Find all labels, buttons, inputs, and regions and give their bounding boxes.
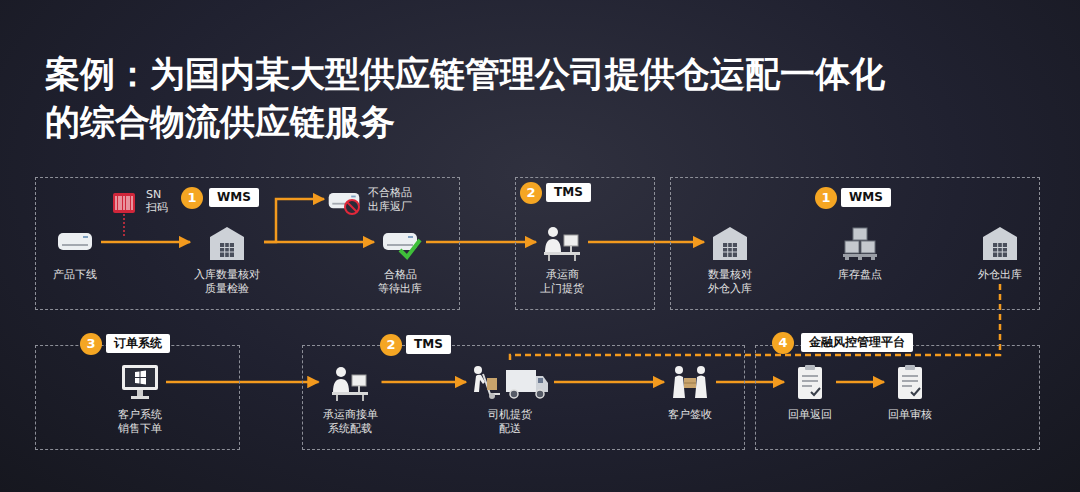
step-label: 客户签收 xyxy=(668,408,712,422)
system-region: TMS承运商接单 系统配载司机提货 配送客户签收 xyxy=(302,345,745,450)
step-label: 合格品 等待出库 xyxy=(378,268,422,296)
process-step: 产品下线 xyxy=(51,222,99,282)
warehouse-icon xyxy=(210,227,244,260)
step-label: 产品下线 xyxy=(53,268,97,282)
ac-unit-icon xyxy=(58,233,92,250)
flow-arrow xyxy=(264,241,374,244)
operator-icon xyxy=(544,227,580,261)
callout-number: 1 xyxy=(181,187,203,209)
reject-icon xyxy=(345,200,359,214)
pallet-icon xyxy=(843,228,877,260)
process-step: 客户签收 xyxy=(666,362,714,422)
callout-number: 2 xyxy=(380,334,402,356)
process-step: 入库数量核对 质量检验 xyxy=(192,222,262,296)
process-step: 外仓出库 xyxy=(976,222,1024,282)
process-step: 不合格品 出库返厂 xyxy=(326,184,412,214)
handover-icon xyxy=(673,366,707,398)
process-step: 承运商 上门提货 xyxy=(538,222,586,296)
step-label: 外仓出库 xyxy=(978,268,1022,282)
process-step: 回单返回 xyxy=(786,362,834,422)
receipt-icon xyxy=(798,365,822,399)
flow-arrow xyxy=(382,381,467,384)
slide-title: 案例：为国内某大型供应链管理公司提供仓运配一体化的综合物流供应链服务 xyxy=(45,50,905,146)
step-label: 入库数量核对 质量检验 xyxy=(194,268,260,296)
warehouse-icon xyxy=(983,227,1017,260)
step-label: 不合格品 出库返厂 xyxy=(368,186,412,214)
step-label: 司机提货 配送 xyxy=(488,408,532,436)
system-region: 金融风控管理平台回单返回回单审核 xyxy=(755,345,1040,450)
barcode-icon xyxy=(113,193,135,238)
flow-arrow xyxy=(101,241,190,244)
callout-number: 2 xyxy=(520,182,542,204)
step-label: 回单审核 xyxy=(888,408,932,422)
step-label: 回单返回 xyxy=(788,408,832,422)
process-step: 司机提货 配送 xyxy=(468,362,552,436)
truck-icon xyxy=(474,366,548,399)
step-label: 承运商接单 系统配载 xyxy=(323,408,378,436)
monitor-icon xyxy=(122,365,158,399)
callout-number: 3 xyxy=(80,333,102,355)
flow-arrow xyxy=(166,381,319,384)
system-tag: TMS xyxy=(546,183,591,202)
receipt-icon xyxy=(898,365,922,399)
flow-arrow xyxy=(588,241,704,244)
step-label: 承运商 上门提货 xyxy=(540,268,584,296)
step-label: 客户系统 销售下单 xyxy=(118,408,162,436)
process-step: 库存盘点 xyxy=(836,222,884,282)
scan-label: SN 扫码 xyxy=(146,188,168,214)
system-tag: WMS xyxy=(209,188,259,207)
flow-arrow xyxy=(426,241,536,244)
system-tag: WMS xyxy=(841,188,891,207)
process-step: 客户系统 销售下单 xyxy=(116,362,164,436)
system-region: WMS 产品下线 入库数量核对 质量检验 不合格品 出库返厂合格品 等待出库 xyxy=(35,177,460,310)
process-step: 承运商接单 系统配载 xyxy=(321,362,380,436)
step-label: 库存盘点 xyxy=(838,268,882,282)
flow-arrow xyxy=(716,381,784,384)
flow-arrow xyxy=(554,381,664,384)
system-tag: 金融风控管理平台 xyxy=(801,333,913,352)
flow-arrow xyxy=(264,199,324,242)
callout-number: 4 xyxy=(772,332,794,354)
system-region: WMS 数量核对 外仓入库 库存盘点 外仓出库 xyxy=(670,177,1040,310)
warehouse-icon xyxy=(713,227,747,260)
operator-icon xyxy=(332,367,368,401)
flow-arrow xyxy=(836,381,884,384)
process-step: 合格品 等待出库 xyxy=(376,222,424,296)
callout-number: 1 xyxy=(815,187,837,209)
system-tag: TMS xyxy=(406,335,451,354)
step-label: 数量核对 外仓入库 xyxy=(708,268,752,296)
process-step: 数量核对 外仓入库 xyxy=(706,222,754,296)
system-region: 订单系统客户系统 销售下单 xyxy=(35,345,240,450)
check-icon xyxy=(400,240,420,257)
process-step: 回单审核 xyxy=(886,362,934,422)
system-tag: 订单系统 xyxy=(106,334,170,353)
